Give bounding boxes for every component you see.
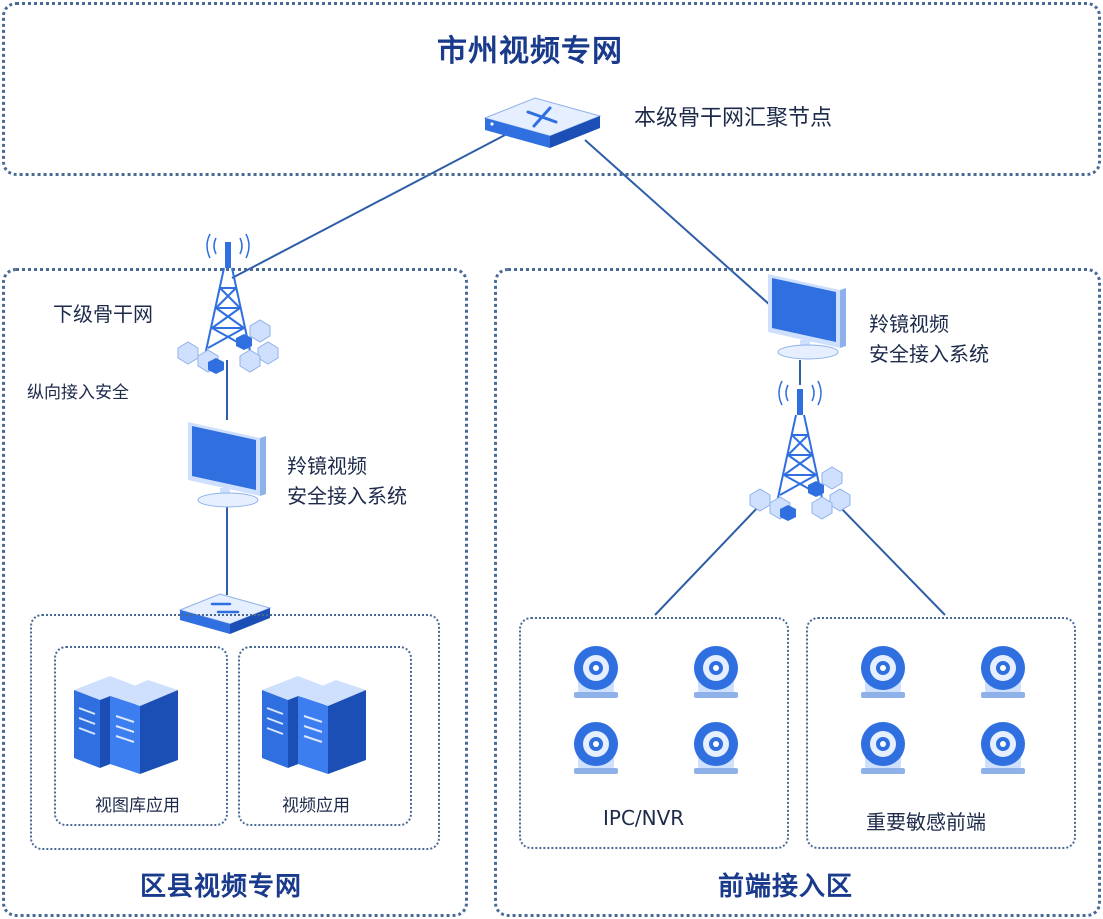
image-library-group: [54, 646, 228, 826]
sensitive-frontend-group: [806, 617, 1076, 849]
left-access-system-line1: 羚镜视频: [287, 454, 367, 478]
backbone-node-label: 本级骨干网汇聚节点: [634, 106, 833, 131]
link-backbone-to-right-access: [584, 139, 771, 306]
link-tower-to-ipc: [654, 504, 761, 616]
ipc-nvr-label: IPC/NVR: [603, 806, 685, 830]
sensitive-frontend-label: 重要敏感前端: [866, 810, 986, 834]
camera-icon: [981, 646, 1025, 698]
county-network-title: 区县视频专网: [140, 872, 303, 902]
camera-icon: [694, 722, 738, 774]
backbone-switch-icon: [483, 97, 602, 148]
right-access-system-line1: 羚镜视频: [869, 312, 949, 336]
camera-icon: [981, 722, 1025, 774]
lower-backbone-tower-icon: [177, 233, 279, 374]
image-library-server-icon: [74, 676, 178, 774]
link-backbone-to-lower: [231, 134, 506, 279]
right-access-system-monitor-icon: [768, 274, 846, 360]
county-apps-group: [30, 614, 440, 850]
camera-icon: [574, 722, 618, 774]
image-library-label: 视图库应用: [95, 796, 180, 816]
link-tower-to-sensitive: [837, 504, 946, 616]
vertical-security-label: 纵向接入安全: [27, 383, 129, 403]
left-access-system-monitor-icon: [188, 422, 266, 508]
video-app-label: 视频应用: [282, 796, 350, 816]
city-network-title: 市州视频专网: [437, 34, 623, 69]
camera-icon: [861, 722, 905, 774]
ipc-nvr-group: [519, 617, 789, 849]
city-network-zone: [2, 2, 1101, 176]
frontend-access-title: 前端接入区: [718, 872, 854, 902]
camera-icon: [861, 646, 905, 698]
county-network-zone: [2, 268, 468, 917]
camera-icon: [574, 646, 618, 698]
lower-backbone-label: 下级骨干网: [53, 302, 153, 326]
video-app-server-icon: [262, 676, 366, 774]
camera-icon: [694, 646, 738, 698]
video-app-group: [238, 646, 412, 826]
right-access-system-line2: 安全接入系统: [869, 342, 989, 366]
frontend-access-zone: [494, 268, 1101, 917]
left-access-system-line2: 安全接入系统: [287, 484, 407, 508]
frontend-tower-icon: [749, 380, 851, 521]
